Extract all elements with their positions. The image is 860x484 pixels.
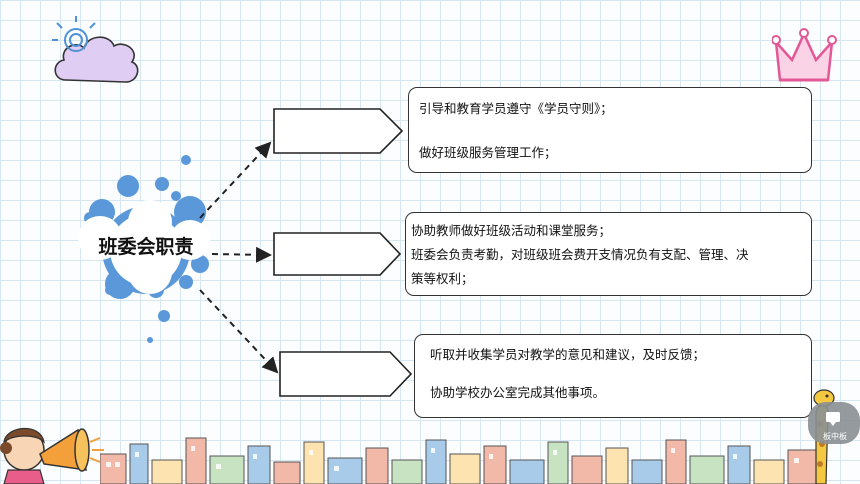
branch-2-line-2: 班委会负责考勤，对班级班会费开支情况负有支配、管理、决	[411, 247, 749, 262]
arrow-to-branch-3	[199, 289, 279, 374]
message-icon	[826, 412, 840, 422]
branch-2-line-1: 协助教师做好班级活动和课堂服务；	[411, 223, 612, 238]
widget-label: 板中板	[823, 432, 847, 441]
widget-background	[808, 402, 860, 444]
branch-1-line-1: 引导和教育学员遵守《学员守则》；	[419, 101, 613, 116]
pentagon-branch-3	[279, 351, 413, 397]
cloud-sun-decoration	[52, 16, 139, 83]
pentagon-branch-2	[273, 232, 402, 276]
floating-tool-widget[interactable]	[808, 402, 860, 444]
branch-1-description: 引导和教育学员遵守《学员守则》； 做好班级服务管理工作；	[408, 87, 812, 173]
arrow-to-branch-2	[211, 246, 272, 263]
arrow-to-branch-1	[199, 141, 272, 219]
pentagon-branch-1	[273, 108, 404, 154]
crown-decoration	[772, 28, 837, 82]
city-skyline-decoration	[100, 437, 817, 484]
branch-3-description: 听取并收集学员对教学的意见和建议，及时反馈； 协助学校办公室完成其他事项。	[414, 334, 812, 418]
child-megaphone-illustration	[0, 427, 104, 484]
diagram-center-label: 班委会职责	[98, 236, 194, 258]
branch-3-line-2: 协助学校办公室完成其他事项。	[430, 385, 606, 400]
branch-3-line-1: 听取并收集学员对教学的意见和建议，及时反馈；	[430, 347, 706, 362]
branch-1-line-2: 做好班级服务管理工作；	[419, 145, 557, 160]
branch-2-line-3: 策等权利；	[411, 271, 474, 286]
branch-2-description: 协助教师做好班级活动和课堂服务； 班委会负责考勤，对班级班会费开支情况负有支配、…	[405, 212, 812, 296]
